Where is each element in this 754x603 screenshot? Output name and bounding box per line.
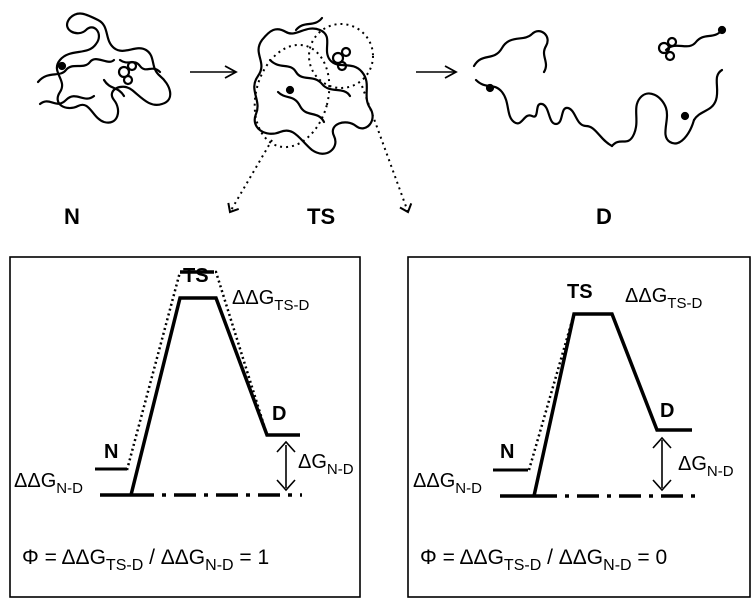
ddg-nd-label-right: ΔΔGN-D (413, 470, 482, 497)
n-label-right: N (500, 441, 514, 463)
phi-formula-left: Φ = ΔΔGTS-D / ΔΔGN-D = 1 (22, 546, 269, 574)
phi-formula-right: Φ = ΔΔGTS-D / ΔΔGN-D = 0 (420, 546, 667, 574)
n-label-left: N (104, 441, 118, 463)
ddg-tsd-label-right: ΔΔGTS-D (625, 285, 702, 312)
dotted-arrow-to-left-panel (230, 140, 272, 212)
dg-nd-label-right: ΔGN-D (678, 453, 734, 480)
ddg-nd-label-left: ΔΔGN-D (14, 470, 83, 497)
native-structure (38, 14, 170, 123)
highlight-circle-right (309, 24, 373, 88)
energy-profile-solid-left (131, 298, 300, 495)
ts-label-right: TS (567, 281, 593, 303)
state-label-denatured: D (596, 204, 612, 229)
ts-label-left: TS (183, 265, 209, 287)
panel-phi-one: TS ΔΔGTS-D D N ΔGN-D ΔΔGN-D Φ = ΔΔGTS-D … (10, 257, 360, 597)
ddg-tsd-label-left: ΔΔGTS-D (232, 287, 309, 314)
d-label-left: D (272, 403, 286, 425)
dg-nd-label-left: ΔGN-D (298, 451, 354, 478)
state-label-transition: TS (307, 204, 335, 229)
denatured-structure (474, 27, 725, 146)
state-label-native: N (64, 204, 80, 229)
d-label-right: D (660, 400, 674, 422)
panel-phi-zero: TS ΔΔGTS-D D N ΔGN-D ΔΔGN-D Φ = ΔΔGTS-D … (408, 257, 750, 597)
